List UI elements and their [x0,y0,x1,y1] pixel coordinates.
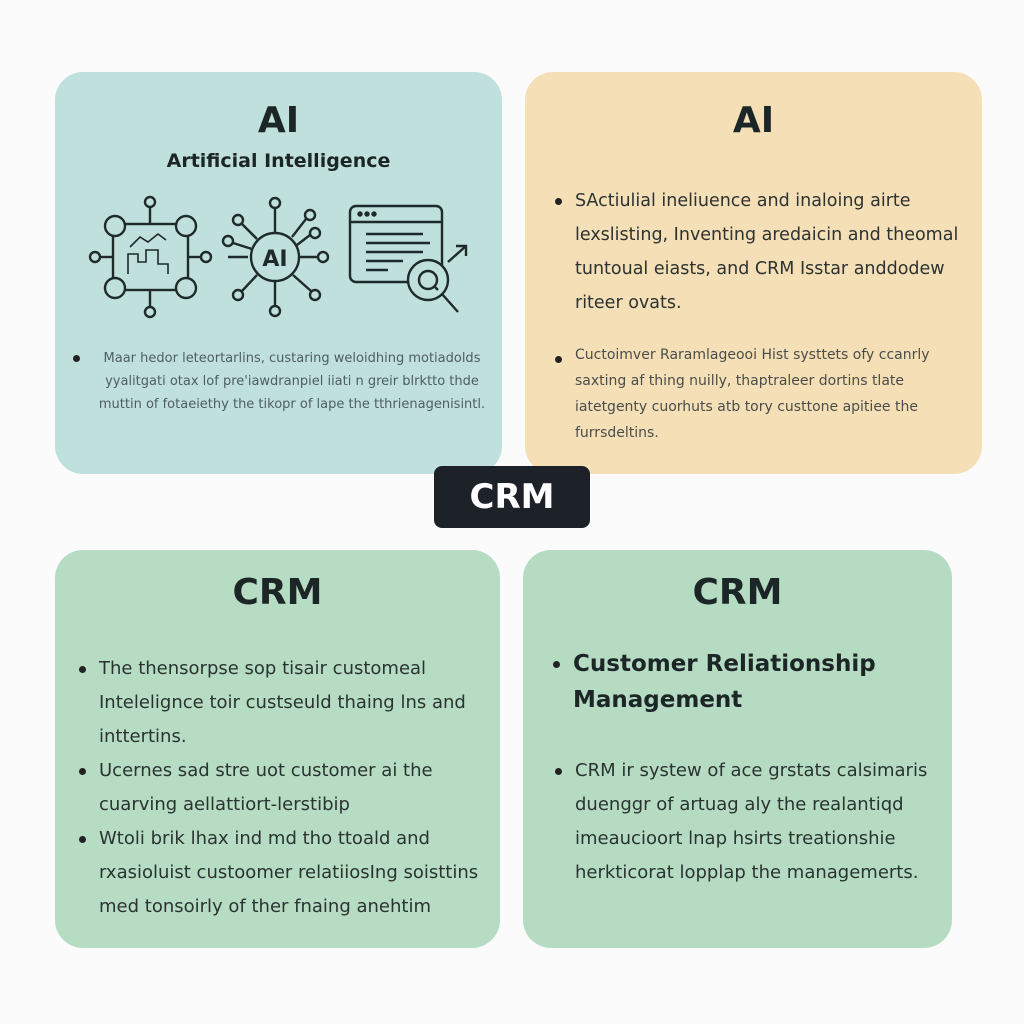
bullet-list: SActiulial ineliuence and inaloing airte… [553,184,963,446]
bullet-item: Ucernes sad stre uot customer ai the cua… [77,754,492,822]
center-crm-badge: CRM [434,466,590,528]
card-crm-intro: CRM The thensorpse sop tisair customeal … [55,550,500,948]
bullet-item: Maar hedor leteortarlins, custaring welo… [71,347,491,416]
icon-row: AI [80,192,480,322]
bullet-item: CRM ir systew of ace grstats calsimaris … [553,754,938,890]
card-ai-details: AI SActiulial ineliuence and inaloing ai… [525,72,982,474]
card-title: CRM [692,572,783,613]
card-crm-definition: CRM Customer Reliationship Management CR… [523,550,952,948]
heading-bullet: Customer Reliationship Management [551,646,941,718]
card-subtitle: Artificial Intelligence [166,150,391,172]
bullet-item: Wtoli brik lhax ind md tho ttoald and rx… [77,822,492,924]
svg-text:AI: AI [262,247,287,272]
card-title: AI [257,100,300,141]
bullet-item: The thensorpse sop tisair customeal Inte… [77,652,492,754]
ai-hub-icon: AI [221,196,330,318]
bullet-list: Maar hedor leteortarlins, custaring welo… [71,347,491,416]
card-title: AI [732,100,775,141]
bullet-list: The thensorpse sop tisair customeal Inte… [77,652,492,924]
browser-search-analytics-icon [348,204,468,313]
bullet-item: Cuctoimver Raramlageooi Hist systtets of… [553,342,963,446]
card-title: CRM [232,572,323,613]
bullet-list: CRM ir systew of ace grstats calsimaris … [553,754,938,890]
heading-bullet-list: Customer Reliationship Management [551,646,941,718]
network-circuit-icon [88,195,213,319]
card-ai-intro: AI Artificial Intelligence AI [55,72,502,474]
bullet-item: SActiulial ineliuence and inaloing airte… [553,184,963,320]
